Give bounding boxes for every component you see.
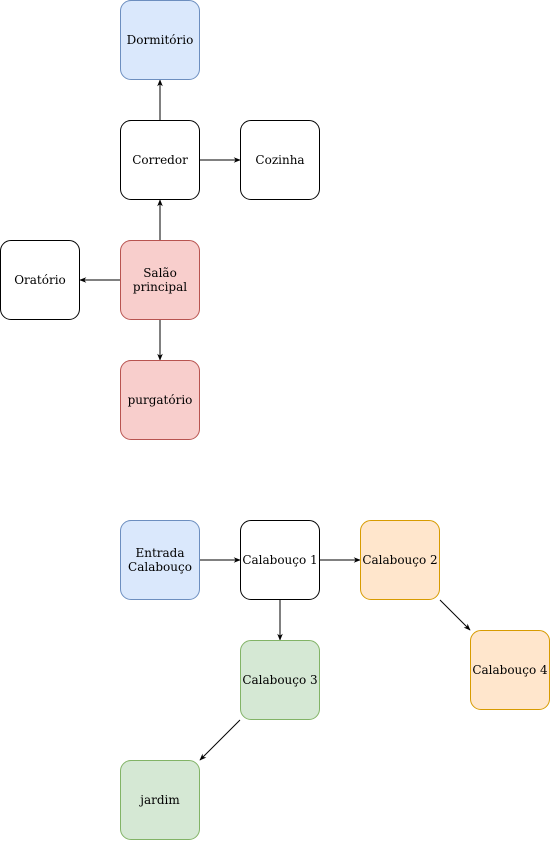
node-calabouco-2[interactable]: Calabouço 2 [360, 520, 440, 600]
node-calabouco-4-label: Calabouço 4 [472, 663, 548, 677]
node-corredor[interactable]: Corredor [120, 120, 200, 200]
node-dormitorio-label: Dormitório [126, 33, 194, 47]
node-calabouco-1-label: Calabouço 1 [242, 553, 318, 567]
edge-calabouco3-to-jardim [199, 719, 241, 761]
node-entrada-calabouco-label: Entrada Calabouço [128, 546, 192, 574]
edge-calabouco2-to-calabouco4 [439, 599, 471, 631]
node-cozinha[interactable]: Cozinha [240, 120, 320, 200]
node-salao-principal[interactable]: Salão principal [120, 240, 200, 320]
node-entrada-calabouco[interactable]: Entrada Calabouço [120, 520, 200, 600]
node-salao-principal-label: Salão principal [132, 266, 188, 294]
node-purgatorio-label: purgatório [127, 393, 193, 407]
node-jardim[interactable]: jardim [120, 760, 200, 840]
node-jardim-label: jardim [140, 793, 180, 807]
node-oratorio-label: Oratório [14, 273, 66, 287]
node-calabouco-1[interactable]: Calabouço 1 [240, 520, 320, 600]
node-oratorio[interactable]: Oratório [0, 240, 80, 320]
node-calabouco-3[interactable]: Calabouço 3 [240, 640, 320, 720]
node-purgatorio[interactable]: purgatório [120, 360, 200, 440]
node-calabouco-2-label: Calabouço 2 [362, 553, 438, 567]
node-calabouco-4[interactable]: Calabouço 4 [470, 630, 550, 710]
node-corredor-label: Corredor [132, 153, 188, 167]
node-dormitorio[interactable]: Dormitório [120, 0, 200, 80]
edge-group [79, 79, 471, 761]
node-calabouco-3-label: Calabouço 3 [242, 673, 318, 687]
node-cozinha-label: Cozinha [255, 153, 305, 167]
